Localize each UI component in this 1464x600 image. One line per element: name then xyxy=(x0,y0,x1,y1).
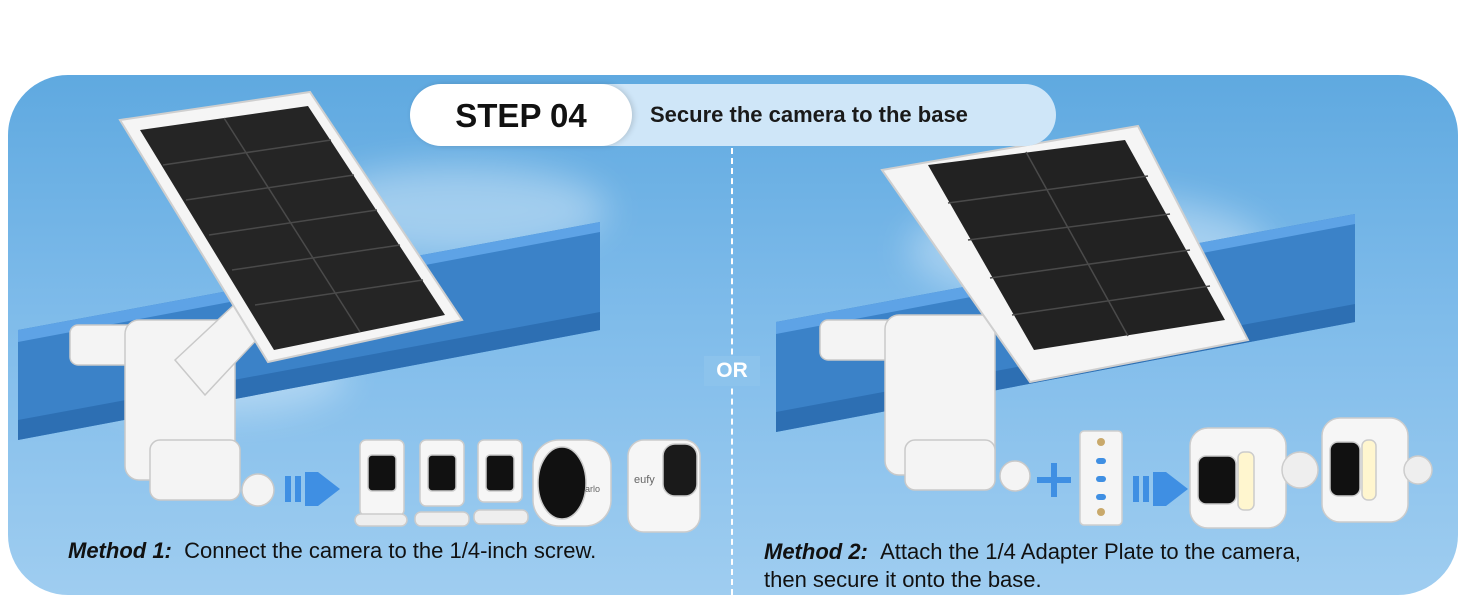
solar-panel-right xyxy=(880,124,1250,384)
eufy-logo: eufy xyxy=(634,474,655,486)
method1-caption: Method 1: Connect the camera to the 1/4-… xyxy=(68,538,596,564)
method2-caption: Method 2: Attach the 1/4 Adapter Plate t… xyxy=(764,538,1301,594)
method1-text: Connect the camera to the 1/4-inch screw… xyxy=(184,538,597,563)
method1-label: Method 1: xyxy=(68,538,172,563)
step-badge: STEP 04 xyxy=(410,84,632,146)
method2-label: Method 2: xyxy=(764,539,868,564)
spotlight-cameras xyxy=(1189,417,1433,529)
method2-text-line1: Attach the 1/4 Adapter Plate to the came… xyxy=(880,539,1301,564)
step-title: Secure the camera to the base xyxy=(650,102,968,127)
method1-illustration: arlo eufy xyxy=(18,90,701,533)
camera-lineup xyxy=(354,439,701,533)
method2-illustration xyxy=(776,124,1433,529)
step-badge-label: STEP 04 xyxy=(455,97,587,134)
method2-text-line2: then secure it onto the base. xyxy=(764,567,1042,592)
arrow-icon xyxy=(285,472,340,506)
mount-bracket-right xyxy=(819,314,1031,492)
arlo-logo: arlo xyxy=(585,484,600,494)
solar-panel-left xyxy=(118,90,464,364)
arrow-icon xyxy=(1133,472,1188,506)
step-description: Secure the camera to the base xyxy=(560,84,1056,146)
step-header: Secure the camera to the base STEP 04 xyxy=(410,84,1056,146)
or-separator: OR xyxy=(704,356,760,386)
adapter-plate xyxy=(1079,430,1123,526)
plus-icon xyxy=(1037,463,1071,497)
